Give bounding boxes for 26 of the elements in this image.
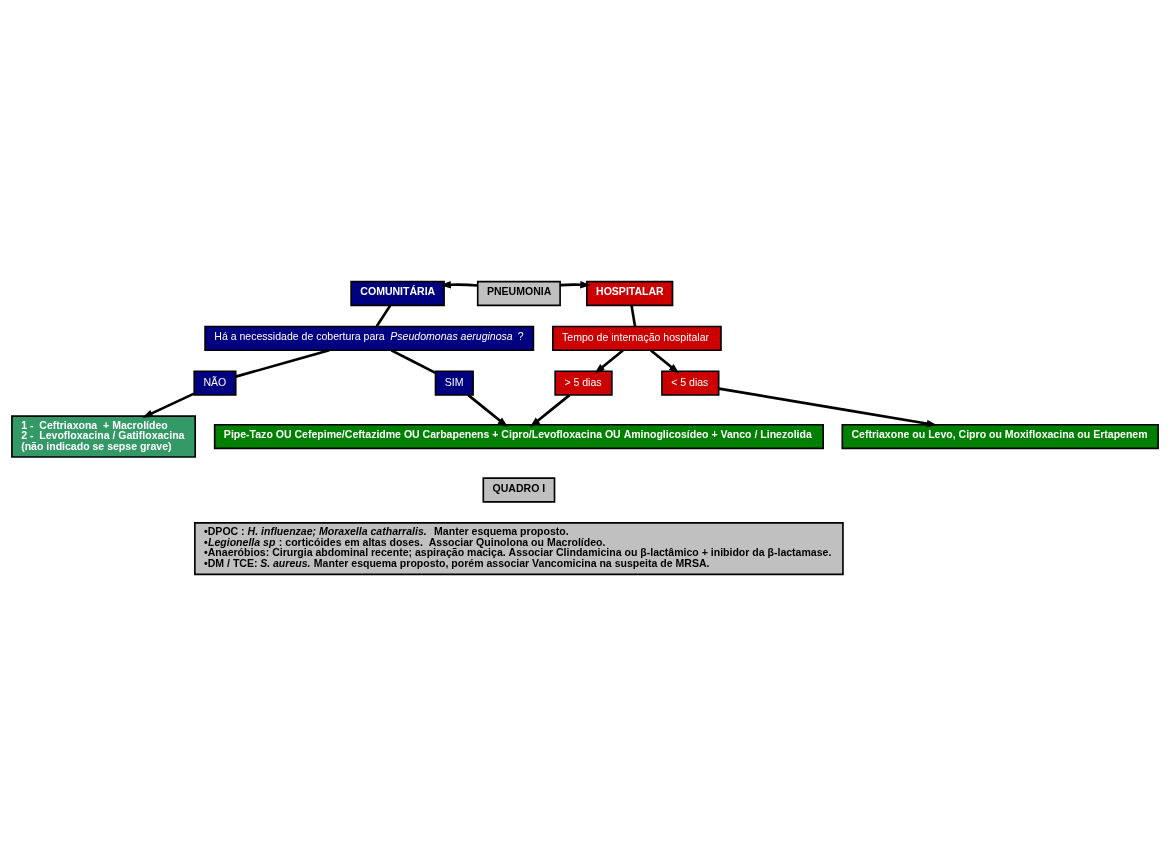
arrow: [718, 387, 938, 428]
node-box: PNEUMONIA: [476, 280, 561, 307]
arrow: [560, 281, 591, 289]
arrow: [440, 281, 478, 289]
node-box: HOSPITALAR: [586, 280, 674, 307]
node-box: Ceftriaxone ou Levo, Cipro ou Moxifloxacina ou Ertapenem: [841, 423, 1159, 450]
arrow: [650, 349, 680, 374]
arrow: [594, 349, 624, 374]
node-box: Pipe-Tazo OU Cefepime/Ceftazidme OU Carbapenens + Cipro/Levofloxacina OU Aminoglicosídeo + Vanco / Linezolida: [213, 423, 824, 450]
arrow: [529, 394, 571, 428]
connector: [630, 305, 637, 327]
connector: [235, 349, 330, 378]
node-box: < 5 dias: [661, 370, 720, 396]
node-box: COMUNITÁRIA: [350, 280, 445, 307]
connector: [390, 349, 437, 375]
node-box: Há a necessidade de cobertura para Pseudomonas aeruginosa ?: [204, 325, 535, 352]
arrow: [142, 392, 195, 418]
node-box: SIM: [434, 370, 474, 396]
node-box: QUADRO I: [482, 477, 556, 503]
connector: [375, 304, 392, 327]
arrow: [467, 394, 509, 428]
node-box: 1 - Ceftriaxona + Macrolídeo 2 - Levofloxacina / Gatifloxacina (não indicado se sepse grave): [11, 415, 196, 458]
node-box: •DPOC : H. influenzae; Moraxella catharralis. Manter esquema proposto. •Legionella sp : corticóides em altas doses. Associar Quinolona ou Macrolídeo. •Anaeróbios: Cirurgia abdominal recente; aspiração maciça. Associar Clindamicina ou β-lactâmico + inibidor da β-lactamase. •DM / TCE: S. aureus. Manter esquema proposto, porém associar Vancomicina na suspeita de MRSA.: [194, 522, 844, 576]
node-box: Tempo de internação hospitalar: [552, 325, 722, 352]
node-box: NÃO: [193, 370, 237, 396]
node-box: > 5 dias: [554, 370, 613, 396]
